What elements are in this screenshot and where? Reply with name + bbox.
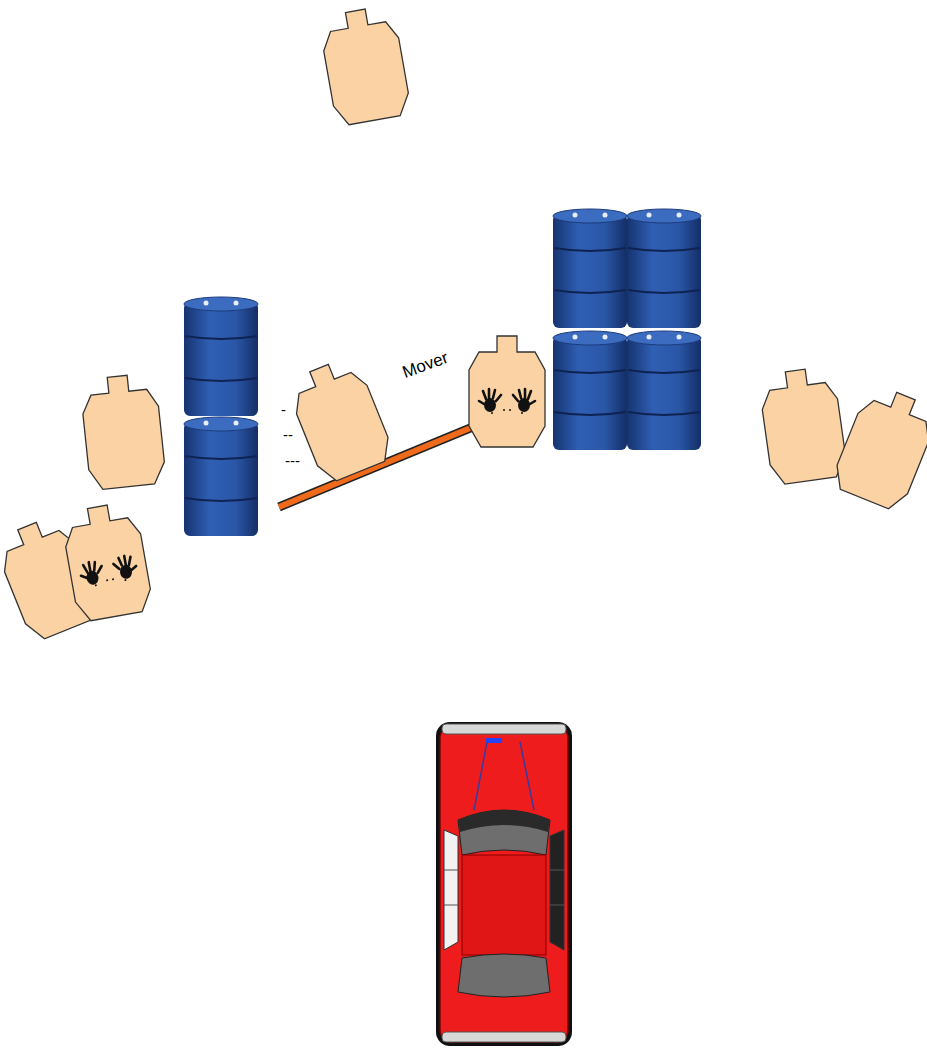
no-shoot-target	[60, 500, 154, 623]
target	[79, 372, 166, 490]
mover-label: Mover	[400, 349, 450, 381]
motion-mark: ---	[285, 453, 300, 468]
target	[284, 354, 396, 485]
target	[758, 365, 849, 485]
barrel-stack-left	[184, 297, 258, 536]
target	[829, 382, 927, 513]
motion-mark: -	[281, 402, 286, 417]
mover-no-shoot-target	[469, 336, 545, 447]
car	[436, 722, 572, 1046]
target	[318, 4, 412, 127]
barrel-stack-right	[553, 209, 701, 450]
motion-mark: --	[283, 427, 293, 442]
